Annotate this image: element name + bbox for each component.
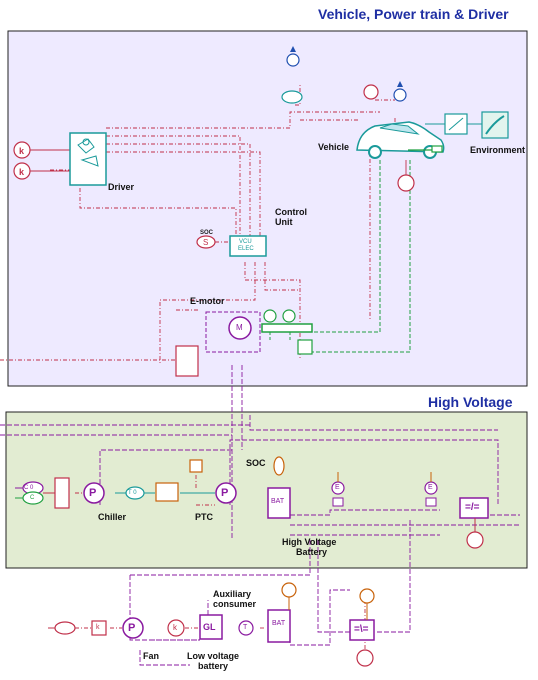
lv-battery	[267, 609, 291, 643]
pump-ptc-text: P	[221, 487, 229, 499]
hv-bat-text: BAT	[271, 498, 285, 505]
environment-blocks	[425, 111, 509, 139]
soc-hv-label: SOC	[246, 458, 266, 468]
e-motor-label: E-motor	[190, 296, 225, 306]
hv-battery-label-2: Battery	[296, 547, 328, 557]
top-sensors	[281, 53, 407, 104]
control-unit-label-2: Unit	[275, 217, 293, 227]
aux-consumer-label-1: Auxiliary	[213, 589, 252, 599]
c-text: C	[30, 495, 35, 501]
k-lv-box-text: k	[96, 624, 100, 631]
gl-block	[199, 614, 223, 640]
elec-text: ELEC	[238, 246, 254, 252]
high-voltage-section-title: High Voltage	[428, 394, 513, 410]
dcdc-hv	[459, 497, 489, 519]
e-motor-block	[205, 309, 313, 355]
chiller-label: Chiller	[98, 512, 127, 522]
soc-top-label: SOC	[200, 230, 214, 236]
pump-fan-text: P	[128, 622, 136, 634]
k-gain-2-text: k	[19, 167, 25, 177]
lv-battery-label-1: Low voltage	[187, 651, 240, 661]
soc-sensor-top	[196, 235, 216, 249]
k-lv-text: k	[173, 623, 177, 632]
ptc-label: PTC	[195, 512, 213, 522]
vehicle-label: Vehicle	[318, 142, 350, 152]
pump-ptc	[215, 482, 237, 504]
pump-chiller	[83, 482, 105, 504]
control-unit-label-1: Control	[275, 207, 307, 217]
dcdc-hv-text: =/=	[465, 502, 480, 513]
k-gain-1-text: k	[19, 146, 25, 156]
s-text: S	[203, 238, 209, 247]
e-sensor-2-text: E	[428, 484, 433, 491]
t-text: T	[243, 624, 248, 631]
vcu-text: VCU	[239, 239, 252, 245]
c0-text: C 0	[24, 485, 34, 491]
dcdc-lv	[349, 619, 375, 641]
vehicle-section-title: Vehicle, Power train & Driver	[318, 6, 509, 22]
hv-battery-label-1: High Voltage	[282, 537, 337, 547]
vehicle-car-icon	[356, 121, 445, 159]
pump-fan	[122, 617, 144, 639]
hv-battery	[267, 456, 291, 519]
t0-text: T 0	[128, 490, 137, 496]
vcu-block	[229, 235, 267, 257]
motor-text: M	[236, 323, 243, 332]
environment-label: Environment	[470, 145, 526, 155]
driver-label: Driver	[108, 182, 135, 192]
gl-text: GL	[203, 622, 216, 632]
lv-bat-text: BAT	[272, 620, 286, 627]
driver-block	[69, 132, 107, 186]
thermal-block	[175, 345, 199, 377]
pump-chiller-text: P	[89, 487, 97, 499]
dcdc-lv-text: =\=	[354, 624, 369, 635]
fan-label: Fan	[143, 651, 160, 661]
high-voltage-panel	[5, 411, 528, 569]
aux-consumer-label-2: consumer	[213, 599, 257, 609]
lv-battery-label-2: battery	[198, 661, 229, 671]
e-sensor-1-text: E	[335, 484, 340, 491]
